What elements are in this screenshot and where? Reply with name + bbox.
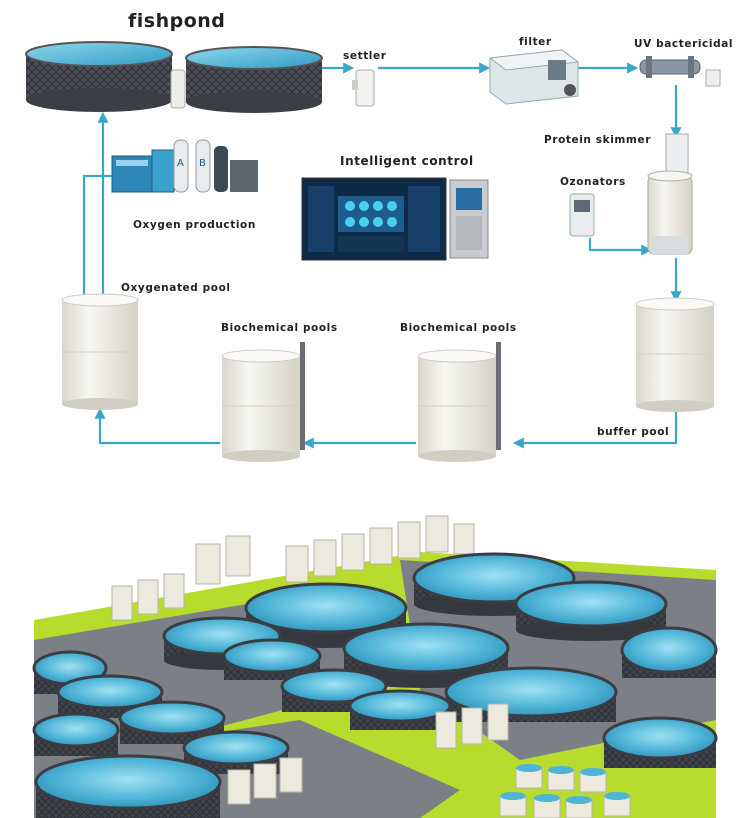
fishpond-label: fishpond xyxy=(128,10,226,32)
ozonators-label: Ozonators xyxy=(560,176,626,188)
filter-unit xyxy=(488,49,580,105)
concrete-pad-bottom xyxy=(34,720,460,818)
front-tank-cluster xyxy=(227,703,631,818)
settler-unit xyxy=(352,69,375,107)
oxygen-production-equipment: A B xyxy=(111,139,258,193)
uv-bactericidal-label: UV bactericidal xyxy=(634,38,734,50)
protein-skimmer-label: Protein skimmer xyxy=(544,134,651,146)
protein-skimmer-unit xyxy=(647,133,693,255)
buffer-pool-label: buffer pool xyxy=(597,426,670,438)
oxygenated-pool-tank xyxy=(61,293,139,410)
uv-bactericidal-unit xyxy=(639,56,721,87)
tower-a-marker: A xyxy=(177,158,184,169)
pool-grid xyxy=(32,552,718,818)
filter-label: filter xyxy=(519,36,552,48)
fishpond-tank-left xyxy=(25,41,173,112)
fishpond-connector-unit xyxy=(170,69,186,109)
process-diagram: A B xyxy=(25,41,721,462)
grass-ground xyxy=(34,552,716,818)
buffer-pool-tank xyxy=(635,297,715,412)
oxygenated-pool-label: Oxygenated pool xyxy=(121,282,231,294)
biochemical-pool-left-tank xyxy=(221,342,305,462)
fishpond-tank-right xyxy=(185,46,323,113)
biochemical-pools-right-label: Biochemical pools xyxy=(400,322,517,334)
concrete-pad-left xyxy=(34,590,470,760)
tower-b-marker: B xyxy=(199,158,206,169)
settler-label: settler xyxy=(343,50,387,62)
intelligent-control-panel xyxy=(301,177,489,261)
ozonator-unit xyxy=(569,193,595,237)
small-pond-water xyxy=(500,764,630,804)
pipe-network xyxy=(82,62,682,449)
biochemical-pools-left-label: Biochemical pools xyxy=(221,322,338,334)
biochemical-pool-right-tank xyxy=(417,342,501,462)
concrete-pad-right xyxy=(400,560,716,760)
back-tank-row xyxy=(111,515,475,621)
oxygen-production-label: Oxygen production xyxy=(133,219,256,231)
intelligent-control-label: Intelligent control xyxy=(340,154,474,168)
